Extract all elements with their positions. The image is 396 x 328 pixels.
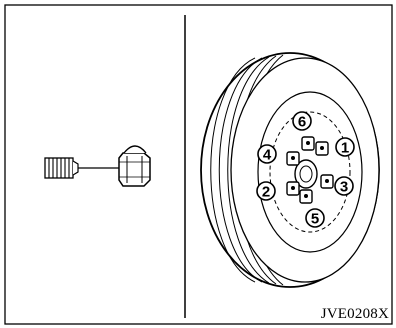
sequence-number-2: 2 bbox=[262, 184, 270, 201]
sequence-callout-4: 4 bbox=[257, 144, 277, 164]
sequence-number-5: 5 bbox=[311, 211, 319, 228]
figure-frame bbox=[4, 4, 393, 325]
sequence-callout-5: 5 bbox=[305, 208, 325, 228]
sequence-callout-2: 2 bbox=[256, 181, 276, 201]
sequence-number-1: 1 bbox=[341, 140, 349, 157]
wheel-illustration bbox=[200, 52, 380, 288]
sequence-number-3: 3 bbox=[340, 179, 348, 196]
sequence-callout-6: 6 bbox=[292, 111, 312, 131]
sequence-number-4: 4 bbox=[263, 147, 272, 164]
sequence-callout-3: 3 bbox=[334, 176, 354, 196]
figure-code: JVE0208X bbox=[320, 306, 389, 322]
sequence-callout-1: 1 bbox=[335, 137, 355, 157]
wheel-stud-illustration bbox=[44, 157, 79, 179]
sequence-number-6: 6 bbox=[298, 114, 306, 131]
lug-nut-illustration bbox=[118, 145, 151, 187]
